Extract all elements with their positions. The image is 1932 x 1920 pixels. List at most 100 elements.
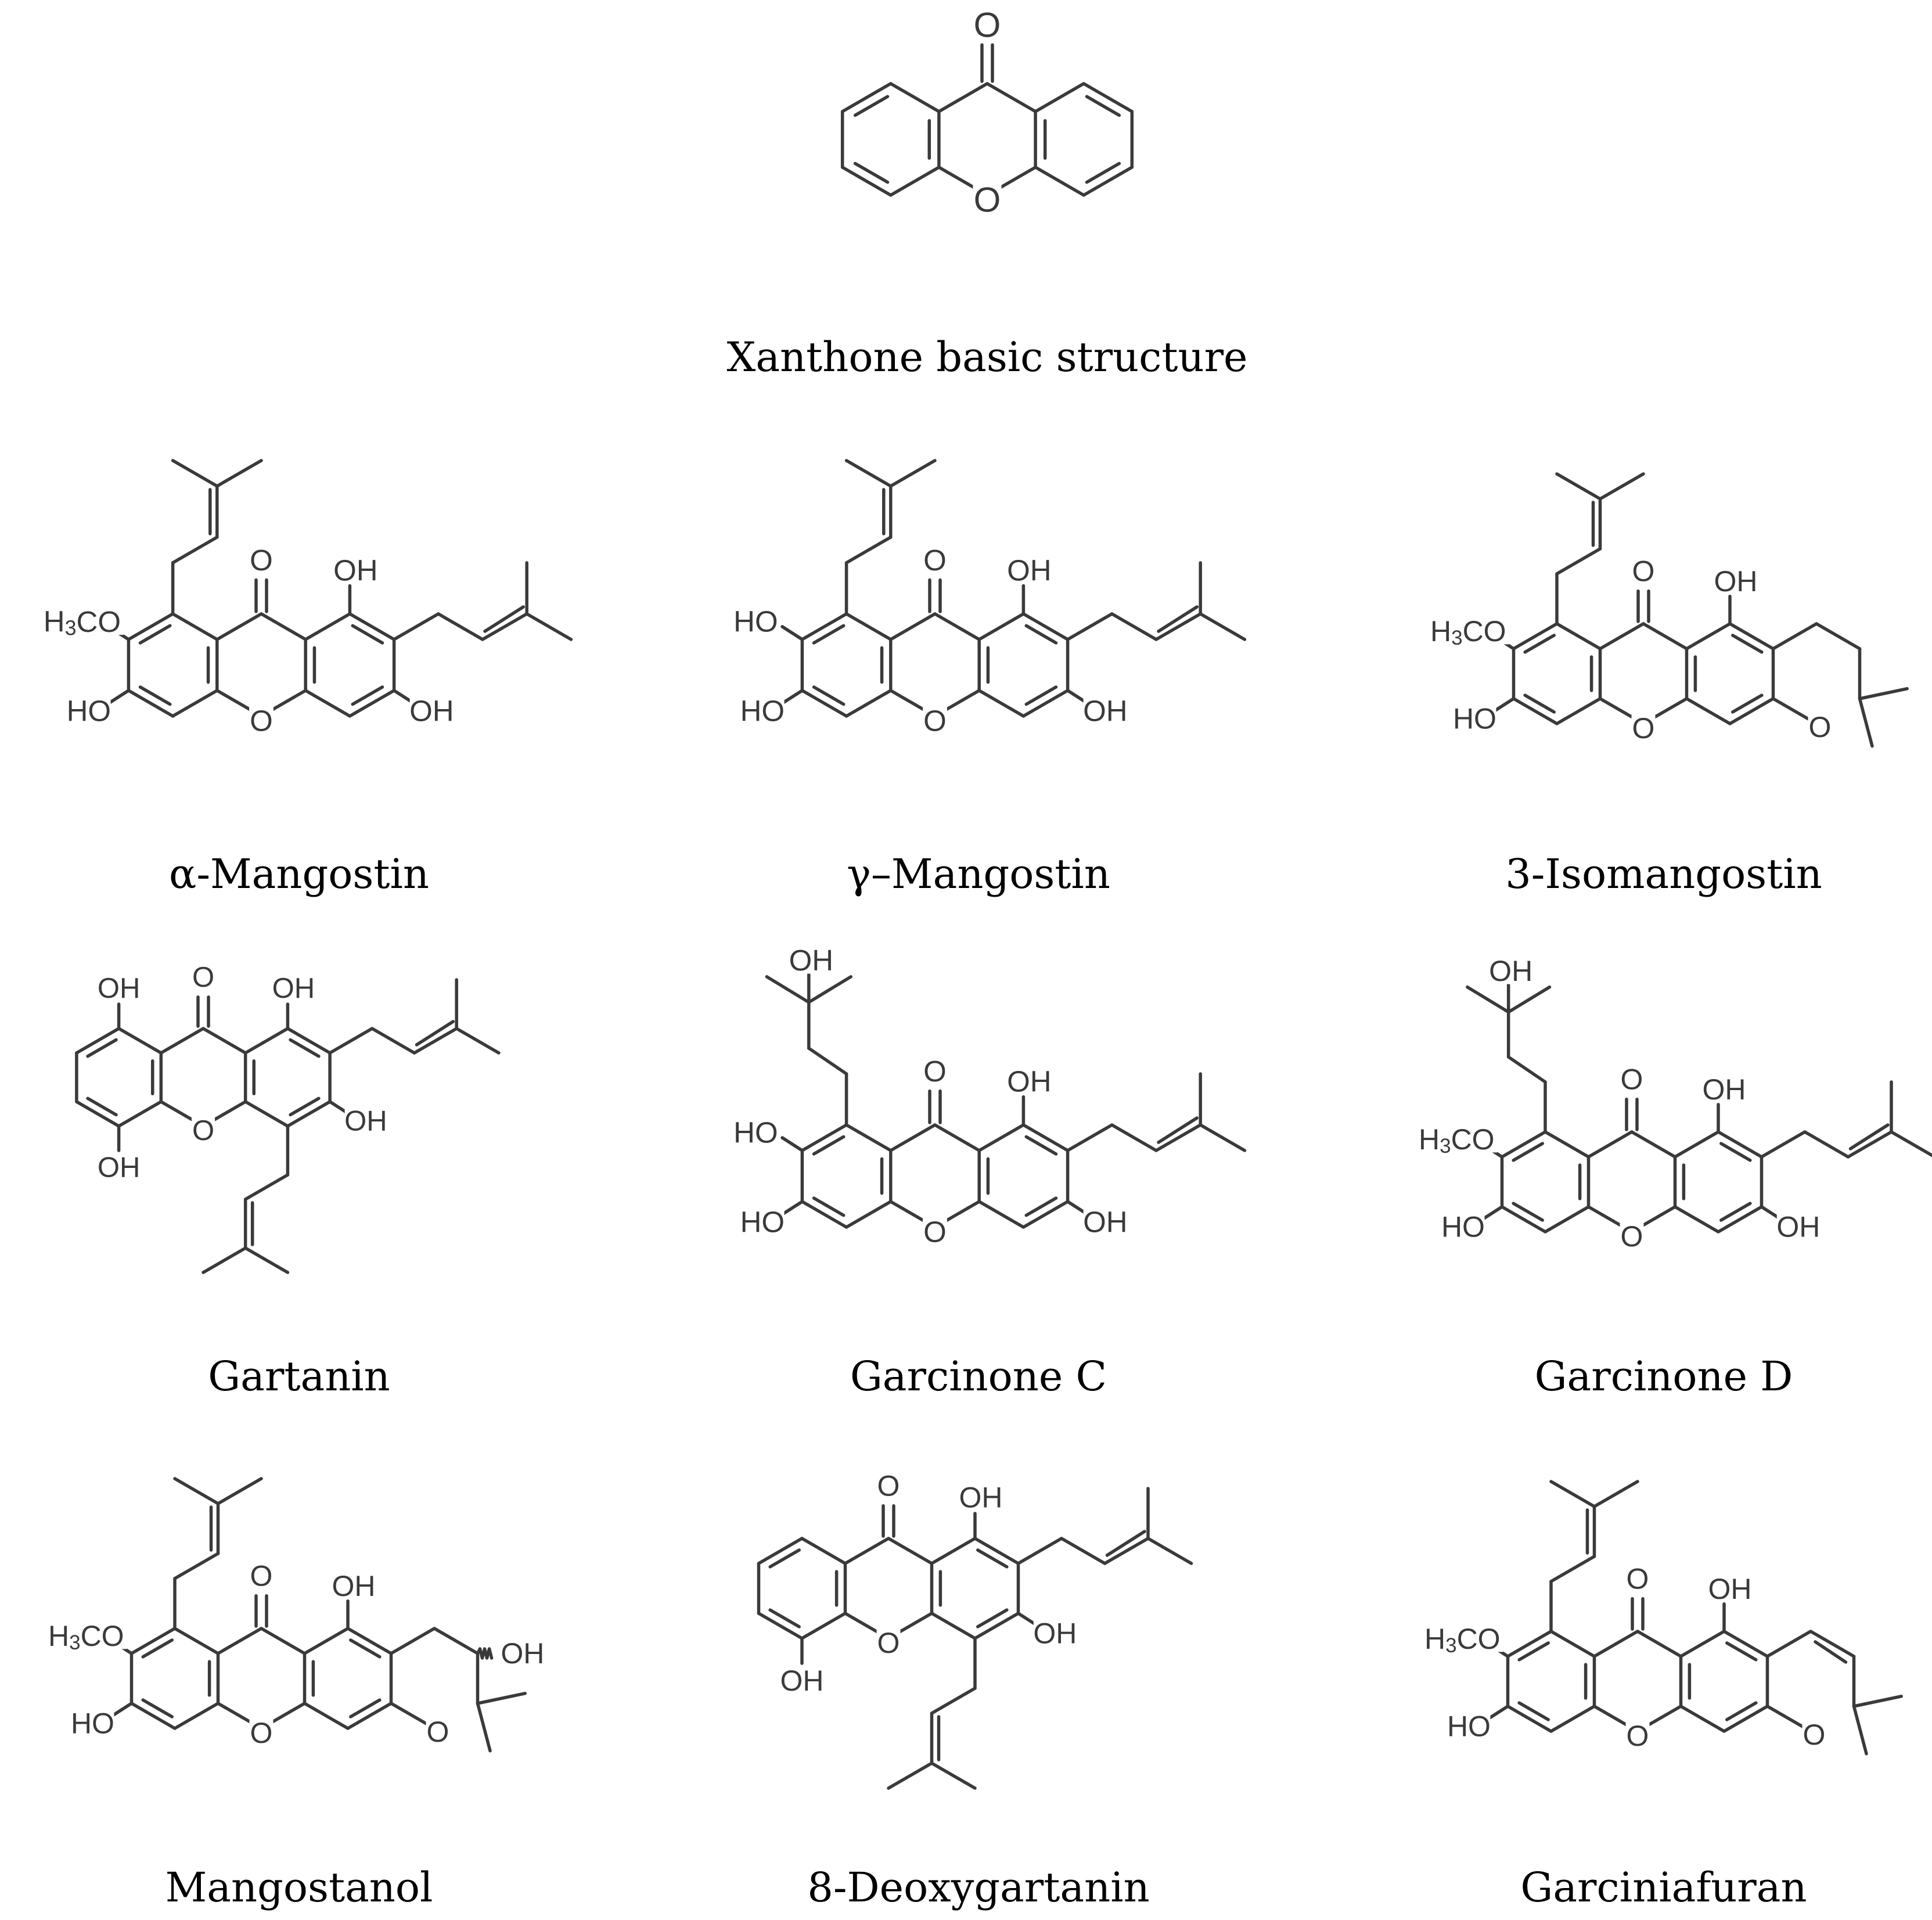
bond bbox=[812, 1196, 846, 1217]
bond bbox=[1024, 1196, 1058, 1217]
label-mask bbox=[45, 1623, 127, 1649]
label-mask bbox=[789, 947, 833, 974]
bond bbox=[1725, 1701, 1758, 1721]
bond bbox=[1082, 82, 1134, 113]
label-mask bbox=[1808, 714, 1832, 740]
atom-label-oh: OH bbox=[344, 1106, 387, 1137]
atom-label-o: O bbox=[923, 704, 947, 738]
bond bbox=[1506, 1055, 1547, 1084]
bond bbox=[349, 1698, 382, 1718]
bond bbox=[348, 689, 396, 718]
atom-label-oh: OH bbox=[1776, 1210, 1820, 1243]
bond bbox=[243, 1246, 290, 1274]
bond bbox=[853, 161, 890, 184]
label-mask bbox=[249, 707, 274, 734]
bond bbox=[171, 612, 219, 641]
wavy-bond bbox=[476, 1647, 494, 1660]
bond bbox=[840, 82, 893, 113]
bond bbox=[1636, 1630, 1683, 1658]
bond bbox=[1852, 1695, 1903, 1708]
bond bbox=[1679, 1630, 1726, 1658]
bond bbox=[889, 459, 937, 488]
bond bbox=[173, 1552, 220, 1580]
bond bbox=[853, 95, 890, 117]
bond bbox=[127, 612, 175, 641]
bond bbox=[117, 1027, 163, 1055]
bond bbox=[800, 612, 848, 641]
bond bbox=[1725, 1641, 1758, 1662]
bond bbox=[1024, 685, 1058, 706]
atom-label-ho: HO bbox=[733, 605, 778, 638]
bond bbox=[1517, 1641, 1550, 1662]
bond bbox=[481, 612, 528, 641]
label-mask bbox=[1422, 1626, 1503, 1652]
bond bbox=[843, 1537, 890, 1565]
bond bbox=[1765, 1630, 1812, 1658]
bond bbox=[800, 1123, 848, 1152]
bond bbox=[110, 1702, 134, 1718]
bond bbox=[1586, 1130, 1634, 1159]
bond bbox=[807, 975, 852, 1004]
bond bbox=[1549, 1480, 1596, 1508]
bond bbox=[1685, 697, 1732, 725]
bond bbox=[1157, 605, 1199, 633]
bond bbox=[304, 612, 352, 641]
bond bbox=[1815, 622, 1862, 650]
bond bbox=[303, 1627, 350, 1655]
bond bbox=[973, 1537, 1020, 1565]
bond bbox=[286, 1027, 332, 1055]
bond bbox=[141, 1698, 174, 1718]
caption-3-isomangostin: 3-Isomangostin bbox=[1505, 850, 1822, 898]
bond bbox=[812, 624, 846, 645]
bond bbox=[243, 1100, 290, 1128]
bond bbox=[800, 1612, 847, 1640]
label-mask bbox=[1007, 557, 1052, 584]
bond bbox=[1598, 622, 1645, 650]
bond bbox=[977, 1200, 1026, 1229]
bond bbox=[1642, 622, 1689, 650]
bond bbox=[1549, 1630, 1596, 1658]
atom-label-oh: OH bbox=[98, 1152, 141, 1183]
bond bbox=[780, 1200, 804, 1216]
atom-label-oh: OH bbox=[1007, 554, 1052, 587]
bond bbox=[780, 625, 804, 641]
atom-label-oh: OH bbox=[1489, 955, 1532, 987]
label-mask bbox=[501, 1640, 544, 1667]
label-mask bbox=[1447, 1713, 1491, 1739]
bond bbox=[286, 1100, 332, 1128]
bond bbox=[1105, 1530, 1146, 1557]
bond bbox=[75, 1100, 121, 1128]
bond bbox=[1060, 1537, 1107, 1565]
bond bbox=[433, 1627, 480, 1655]
bond bbox=[844, 612, 893, 641]
bond bbox=[303, 1702, 350, 1730]
atom-label-ho: HO bbox=[740, 695, 785, 728]
bond bbox=[1549, 1705, 1596, 1733]
atom-label-o: O bbox=[923, 1055, 947, 1088]
label-mask bbox=[249, 1563, 274, 1590]
label-mask bbox=[98, 1155, 140, 1181]
bond bbox=[328, 1027, 374, 1055]
atom-label-oh: OH bbox=[780, 1664, 824, 1697]
bond bbox=[1103, 1537, 1150, 1565]
caption-gartanin: Gartanin bbox=[208, 1353, 390, 1400]
atom-label-o: O bbox=[250, 704, 273, 738]
atom-label-oh: OH bbox=[332, 1570, 376, 1602]
bond bbox=[1512, 697, 1559, 725]
label-mask bbox=[876, 1473, 901, 1500]
bond bbox=[1021, 1123, 1070, 1152]
atom-label-o: O bbox=[1621, 1063, 1643, 1096]
label-mask bbox=[1776, 1213, 1820, 1240]
bond bbox=[1592, 1480, 1639, 1508]
atom-label-oh: OH bbox=[272, 973, 315, 1004]
label-mask bbox=[344, 1108, 387, 1134]
label-mask bbox=[1625, 1723, 1650, 1749]
bond bbox=[86, 1038, 118, 1058]
label-mask bbox=[40, 608, 124, 635]
atom-label-ho: HO bbox=[1453, 702, 1496, 735]
bond bbox=[1728, 622, 1775, 650]
bond bbox=[346, 1702, 393, 1730]
